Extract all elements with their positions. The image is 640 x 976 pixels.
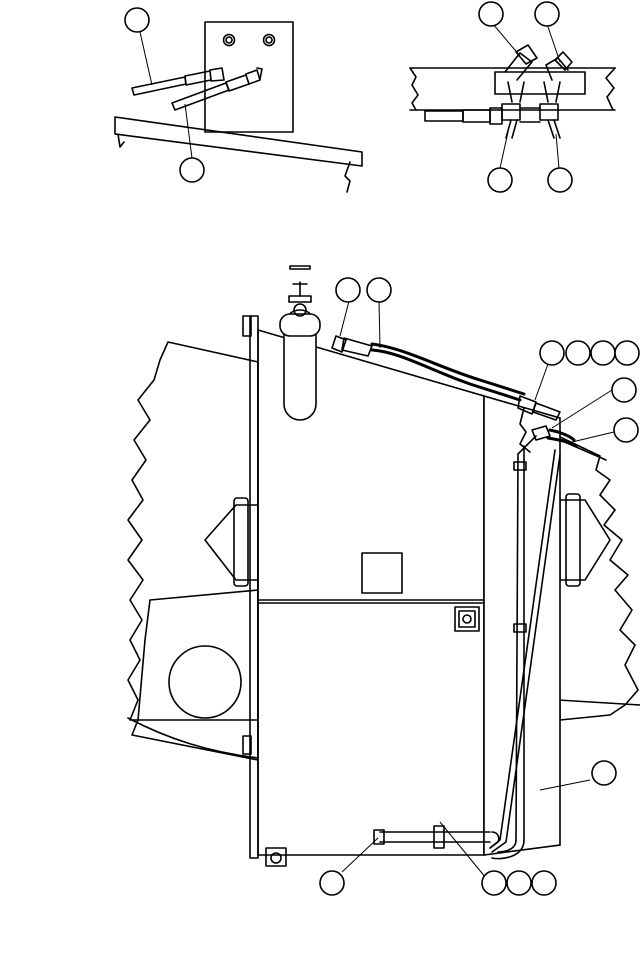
callout-marker (613, 417, 639, 443)
detail-hose-connections-left (114, 21, 363, 193)
callout-marker (534, 1, 560, 27)
callout-marker (487, 167, 513, 193)
callout-marker (319, 870, 345, 896)
bottom-drain-tube (373, 825, 500, 849)
callout-marker (614, 340, 640, 366)
callout-marker (506, 870, 532, 896)
callout-marker (366, 277, 392, 303)
callout-marker (547, 167, 573, 193)
callout-marker (591, 760, 617, 786)
callout-marker (335, 277, 361, 303)
hydraulic-tank-body (242, 315, 561, 867)
callout-marker (478, 1, 504, 27)
detail-hose-connections-right (409, 44, 616, 139)
callout-marker (611, 377, 637, 403)
callout-leaders (139, 23, 615, 879)
suction-hose (489, 425, 578, 860)
callout-marker (179, 157, 205, 183)
callout-marker (531, 870, 557, 896)
callout-marker (590, 340, 616, 366)
breather-filler-cap (279, 265, 321, 421)
callout-markers (124, 1, 640, 896)
callout-marker (565, 340, 591, 366)
callout-marker (481, 870, 507, 896)
callout-marker (124, 7, 150, 33)
callout-marker (539, 340, 565, 366)
